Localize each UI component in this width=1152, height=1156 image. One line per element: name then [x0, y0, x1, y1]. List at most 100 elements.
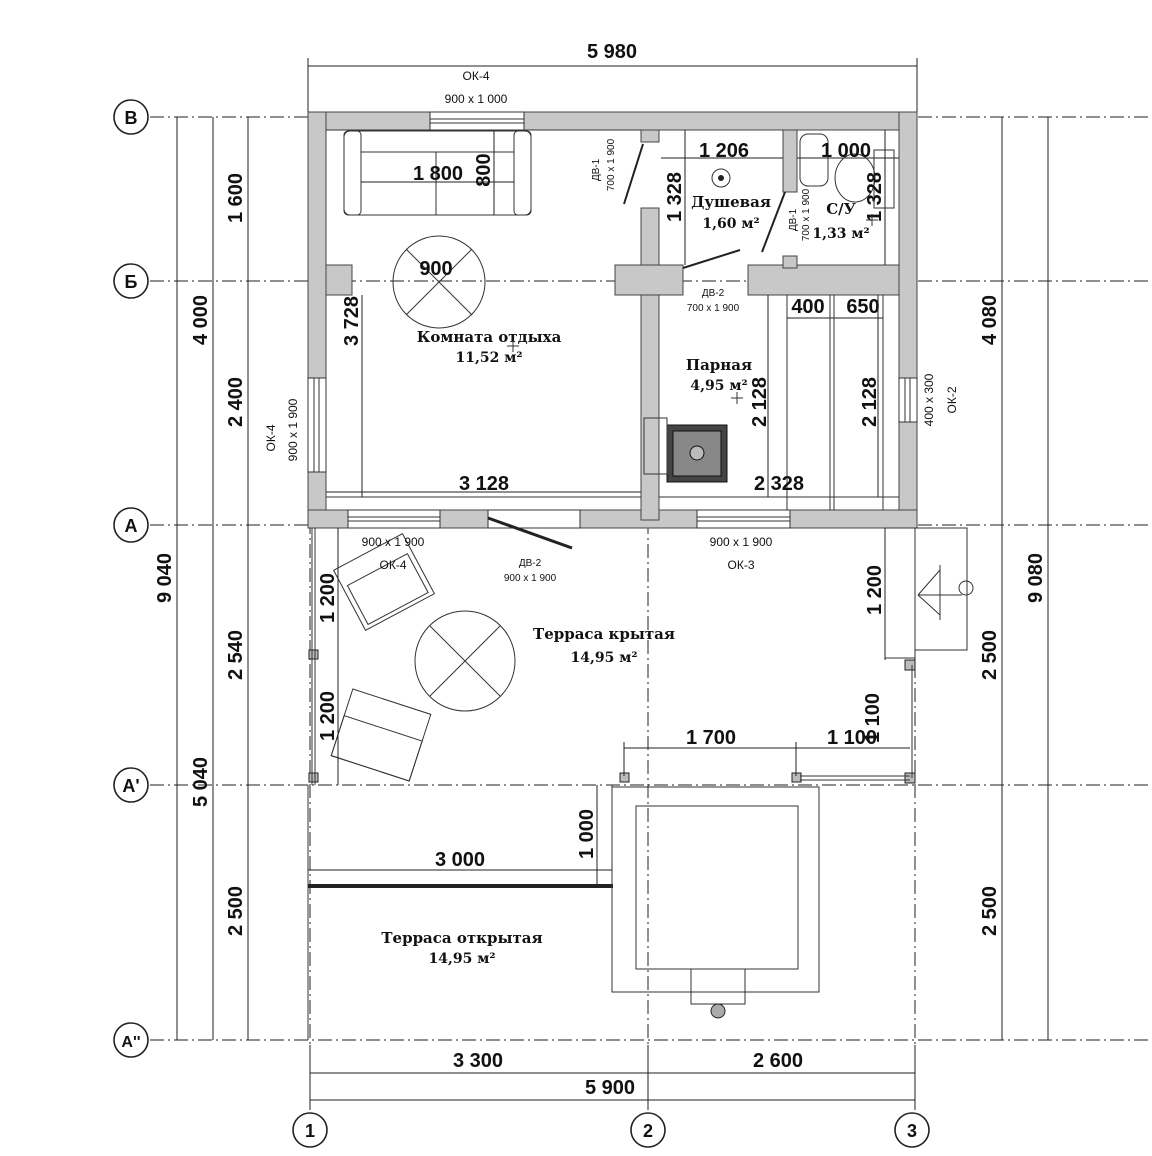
row-bubble-a1: А' [113, 767, 149, 803]
window-ok4-top [429, 111, 525, 131]
svg-text:2 400: 2 400 [225, 377, 247, 427]
window-ok2 [898, 377, 918, 423]
inner-dimensions: 1 800 800 900 3 728 3 128 1 206 1 328 1 … [308, 130, 910, 884]
svg-text:3 728: 3 728 [341, 296, 363, 346]
sofa [343, 130, 532, 216]
svg-text:2 128: 2 128 [749, 377, 771, 427]
room-wc-area: 1,33 м² [812, 226, 869, 242]
svg-text:5 980: 5 980 [587, 41, 637, 63]
svg-text:ОК-4: ОК-4 [264, 424, 278, 451]
terrace-steps [884, 527, 974, 659]
window-ok4-left [307, 377, 327, 473]
svg-text:1 600: 1 600 [225, 173, 247, 223]
col-bubble-2: 2 [630, 1112, 666, 1148]
window-ok3 [696, 509, 791, 529]
steam-benches [786, 295, 884, 510]
svg-text:2 328: 2 328 [754, 473, 804, 495]
svg-text:А': А' [122, 776, 139, 796]
room-covered-name: Терраса крытая [533, 625, 675, 643]
room-shower-name: Душевая [691, 193, 771, 211]
svg-text:4 000: 4 000 [190, 295, 212, 345]
svg-text:1 100: 1 100 [827, 727, 877, 749]
dimension-lines [176, 58, 1049, 1108]
svg-text:3 300: 3 300 [453, 1050, 503, 1072]
svg-text:2 500: 2 500 [225, 886, 247, 936]
svg-text:1 100: 1 100 [862, 693, 884, 743]
svg-text:1 328: 1 328 [864, 172, 886, 222]
dimension-texts: 5 980 3 300 2 600 5 900 1 600 2 400 2 54… [154, 41, 1047, 1099]
opening-labels: ОК-4 900 x 1 000 ОК-4 900 x 1 900 900 x … [264, 69, 959, 584]
row-bubble-b: В [113, 99, 149, 135]
svg-text:1 200: 1 200 [317, 691, 339, 741]
svg-text:В: В [125, 108, 138, 128]
door-dv2-exterior [487, 509, 581, 550]
door-dv1-shower [623, 143, 644, 205]
door-dv2-steam [682, 249, 741, 269]
room-wc-name: С/У [826, 200, 856, 218]
svg-text:1 800: 1 800 [413, 163, 463, 185]
svg-text:2 500: 2 500 [979, 886, 1001, 936]
room-steam-area: 4,95 м² [690, 378, 747, 394]
svg-text:5 900: 5 900 [585, 1077, 635, 1099]
svg-text:ОК-4: ОК-4 [380, 558, 407, 572]
svg-text:ДВ-2: ДВ-2 [702, 288, 725, 299]
svg-text:900 x 1 900: 900 x 1 900 [504, 573, 557, 584]
svg-text:ДВ-1: ДВ-1 [788, 208, 799, 231]
svg-text:650: 650 [846, 296, 879, 318]
room-open-area: 14,95 м² [428, 951, 495, 967]
row-bubble-bb: Б [113, 263, 149, 299]
room-rest-area: 11,52 м² [455, 350, 522, 366]
svg-text:1 206: 1 206 [699, 140, 749, 162]
col-bubble-1: 1 [292, 1112, 328, 1148]
svg-text:1 328: 1 328 [664, 172, 686, 222]
svg-text:400: 400 [791, 296, 824, 318]
room-shower-area: 1,60 м² [702, 216, 759, 232]
svg-text:900 x 1 900: 900 x 1 900 [286, 398, 300, 461]
svg-text:2 540: 2 540 [225, 630, 247, 680]
stove [643, 417, 728, 483]
svg-text:700 x 1 900: 700 x 1 900 [687, 303, 740, 314]
svg-text:ОК-3: ОК-3 [728, 558, 755, 572]
room-steam-name: Парная [686, 356, 752, 374]
door-dv1-wc [761, 191, 786, 253]
svg-text:800: 800 [473, 153, 495, 186]
svg-text:900: 900 [419, 258, 452, 280]
svg-text:4 080: 4 080 [979, 295, 1001, 345]
svg-text:3 128: 3 128 [459, 473, 509, 495]
svg-text:2 500: 2 500 [979, 630, 1001, 680]
round-table-terrace [414, 610, 516, 712]
svg-text:ДВ-1: ДВ-1 [591, 158, 602, 181]
armchair-lower [330, 688, 432, 782]
row-bubble-a2: А'' [113, 1022, 149, 1058]
svg-text:1 000: 1 000 [576, 809, 598, 859]
svg-text:900 x 1 000: 900 x 1 000 [445, 92, 508, 106]
col-bubble-3: 3 [894, 1112, 930, 1148]
walls [307, 111, 918, 529]
svg-text:А: А [125, 516, 138, 536]
svg-text:1 000: 1 000 [821, 140, 871, 162]
svg-text:700 x 1 900: 700 x 1 900 [606, 138, 617, 191]
svg-text:2 128: 2 128 [859, 377, 881, 427]
room-covered-area: 14,95 м² [570, 650, 637, 666]
room-open-name: Терраса открытая [381, 929, 542, 947]
svg-text:700 x 1 900: 700 x 1 900 [801, 188, 812, 241]
terrace-posts [308, 528, 916, 785]
svg-text:900 x 1 900: 900 x 1 900 [362, 535, 425, 549]
round-table-rest [392, 235, 486, 329]
svg-text:9 080: 9 080 [1025, 553, 1047, 603]
svg-text:2: 2 [643, 1121, 653, 1141]
svg-text:3: 3 [907, 1121, 917, 1141]
svg-text:2 600: 2 600 [753, 1050, 803, 1072]
svg-text:ОК-2: ОК-2 [945, 386, 959, 413]
toilet [799, 133, 895, 209]
svg-text:400 x 300: 400 x 300 [922, 373, 936, 426]
room-rest-name: Комната отдыха [417, 328, 562, 346]
svg-text:Б: Б [125, 272, 138, 292]
svg-text:3 000: 3 000 [435, 849, 485, 871]
svg-text:ДВ-2: ДВ-2 [519, 558, 542, 569]
svg-text:А'': А'' [121, 1034, 140, 1051]
shower-drain [711, 168, 731, 188]
svg-text:ОК-4: ОК-4 [463, 69, 490, 83]
svg-text:9 040: 9 040 [154, 553, 176, 603]
